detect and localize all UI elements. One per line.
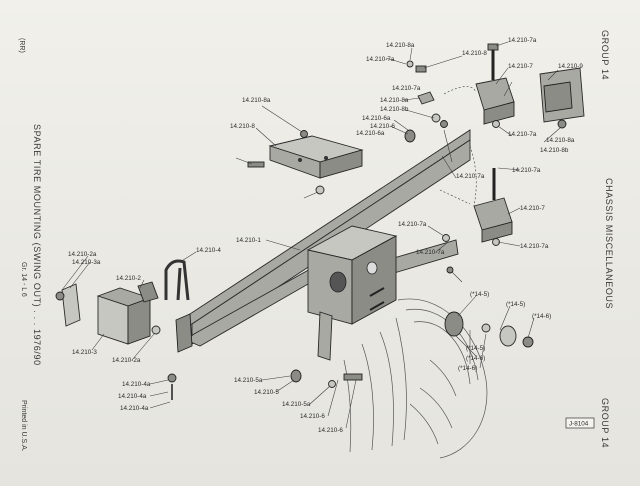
part-label: 14.210-7a bbox=[508, 131, 537, 138]
part-label: 14.210-1 bbox=[236, 237, 261, 244]
part-label: (*14-5) bbox=[466, 345, 485, 352]
part-label: 14.210-7a bbox=[398, 221, 427, 228]
part-label: (*14-5) bbox=[506, 301, 525, 308]
part-label: 14.210-2a bbox=[112, 357, 141, 364]
part-label: 14.210-6 bbox=[300, 413, 325, 420]
hub-box bbox=[306, 225, 398, 361]
margin-mark: (RR) bbox=[18, 38, 25, 53]
part-label: 14.210-6 bbox=[318, 427, 343, 434]
part-labels: 14.210-8a 14.210-8 14.210-7a 14.210-7 14… bbox=[68, 37, 583, 434]
part-label: 14.210-5 bbox=[254, 389, 279, 396]
part-label: 14.210-7 bbox=[508, 63, 533, 70]
hinge-bracket-14-210-7-lower bbox=[473, 168, 513, 243]
part-label: 14.210-8b bbox=[380, 106, 409, 113]
section-title: CHASSIS MISCELLANEOUS bbox=[604, 178, 614, 309]
part-label: 14.210-8 bbox=[230, 123, 255, 130]
part-label: 14.210-5a bbox=[234, 377, 263, 384]
hardware-nuts-bolts bbox=[167, 60, 534, 400]
part-label: 14.210-7a bbox=[512, 167, 541, 174]
printed-note: Printed in U.S.A. bbox=[20, 400, 27, 452]
part-label: 14.210-8b bbox=[540, 147, 569, 154]
part-label: 14.210-8a bbox=[546, 137, 575, 144]
part-label: 14.210-8a bbox=[380, 97, 409, 104]
group-header-bottom: GROUP 14 bbox=[600, 398, 610, 448]
svg-text:J-8104: J-8104 bbox=[569, 421, 589, 428]
part-label: 14.210-2a bbox=[68, 251, 97, 258]
part-label: 14.210-4a bbox=[120, 405, 149, 412]
spare-tire-sketch bbox=[343, 298, 488, 459]
part-label: 14.210-7a bbox=[508, 37, 537, 44]
part-label: 14.210-6 bbox=[370, 123, 395, 130]
hinge-plate-14-210-9 bbox=[539, 67, 585, 129]
hinge-axis bbox=[443, 86, 477, 95]
part-label: (*14-6) bbox=[532, 313, 551, 320]
page-code: Gr. 14 - L 6 bbox=[20, 262, 27, 297]
part-label: 14.210-4 bbox=[196, 247, 221, 254]
part-label: 14.210-7a bbox=[392, 85, 421, 92]
mounting-plate-14-210-8 bbox=[268, 135, 364, 179]
part-label: 14.210-7 bbox=[520, 205, 545, 212]
u-bolt-14-210-4 bbox=[164, 259, 190, 301]
part-label: 14.210-8a bbox=[242, 97, 271, 104]
part-label: 14.210-7a bbox=[366, 56, 395, 63]
part-label: 14.210-3a bbox=[72, 259, 101, 266]
part-label: 14.210-2 bbox=[116, 275, 141, 282]
part-label: 14.210-8a bbox=[386, 42, 415, 49]
part-label: 14.210-4a bbox=[122, 381, 151, 388]
group-header-top: GROUP 14 bbox=[600, 30, 610, 80]
plate-14-210-2a bbox=[55, 283, 81, 327]
diagram-title: SPARE TIRE MOUNTING (SWING OUT) . . . 19… bbox=[32, 124, 42, 366]
figure-id-box: J-8104 bbox=[565, 417, 595, 429]
part-label: 14.210-7a bbox=[416, 249, 445, 256]
part-label: 14.210-3 bbox=[72, 349, 97, 356]
part-label: 14.210-8 bbox=[462, 50, 487, 57]
part-label: 14.210-7a bbox=[520, 243, 549, 250]
part-label: 14.210-7a bbox=[456, 173, 485, 180]
part-label: (*14-6) bbox=[466, 355, 485, 362]
part-label: (*14-5) bbox=[470, 291, 489, 298]
part-label: (*14-6) bbox=[458, 365, 477, 372]
part-label: 14.210-9 bbox=[558, 63, 583, 70]
leader-lines bbox=[61, 41, 561, 429]
part-label: 14.210-4a bbox=[118, 393, 147, 400]
part-label: 14.210-5a bbox=[282, 401, 311, 408]
part-label: 14.210-6a bbox=[356, 130, 385, 137]
part-label: 14.210-6a bbox=[362, 115, 391, 122]
hinge-bracket-14-210-7-upper bbox=[475, 43, 515, 125]
clamp-14-210-2 bbox=[96, 281, 161, 345]
